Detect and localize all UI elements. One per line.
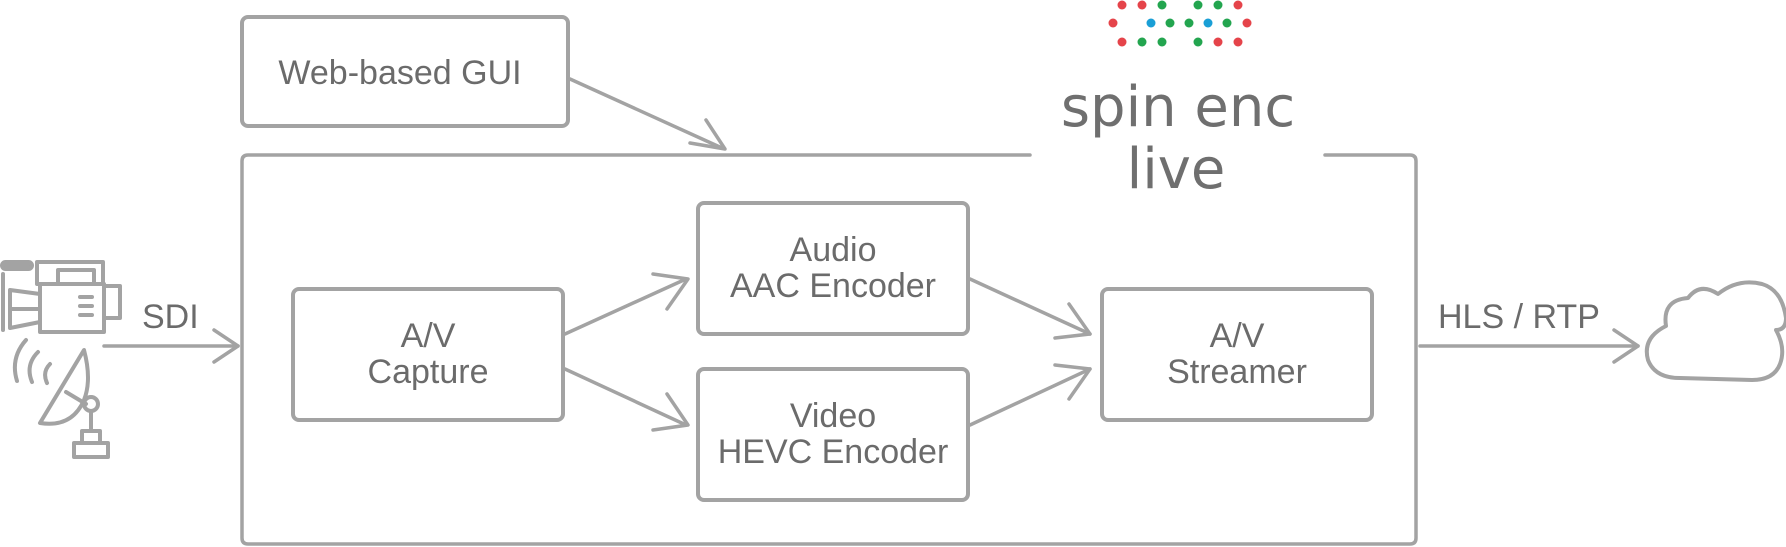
sdi-input-arrow — [102, 328, 240, 364]
audio-line2: AAC Encoder — [730, 267, 936, 305]
video-line2: HEVC Encoder — [718, 433, 949, 471]
spin-enc-live-logo: spin enc live — [1061, 0, 1295, 202]
av-streamer-box: A/V Streamer — [1100, 287, 1374, 422]
video-line1: Video — [790, 397, 876, 435]
gui-arrow — [568, 77, 727, 151]
audio-to-streamer-arrow — [968, 277, 1092, 340]
satellite-dish-icon — [12, 338, 110, 459]
streamer-line2: Streamer — [1167, 353, 1307, 391]
capture-line2: Capture — [368, 353, 489, 391]
output-label: HLS / RTP — [1438, 298, 1600, 336]
web-gui-box: Web-based GUI — [240, 15, 570, 128]
hls-output-arrow — [1418, 328, 1640, 364]
logo-dots — [1108, 0, 1252, 47]
web-gui-label: Web-based GUI — [278, 54, 521, 92]
video-to-streamer-arrow — [968, 363, 1092, 427]
cloud-icon — [1644, 280, 1786, 382]
audio-line1: Audio — [790, 231, 877, 269]
video-camera-icon — [0, 260, 122, 334]
encoder-frame — [240, 153, 1418, 546]
av-capture-box: A/V Capture — [291, 287, 565, 422]
sdi-label: SDI — [142, 298, 199, 336]
streamer-line1: A/V — [1210, 317, 1265, 355]
video-encoder-box: Video HEVC Encoder — [696, 367, 970, 502]
audio-encoder-box: Audio AAC Encoder — [696, 201, 970, 336]
logo-line2: live — [1127, 137, 1226, 202]
logo-line1: spin enc — [1061, 75, 1295, 140]
capture-to-video-arrow — [563, 367, 690, 432]
capture-to-audio-arrow — [563, 272, 690, 336]
capture-line1: A/V — [401, 317, 456, 355]
